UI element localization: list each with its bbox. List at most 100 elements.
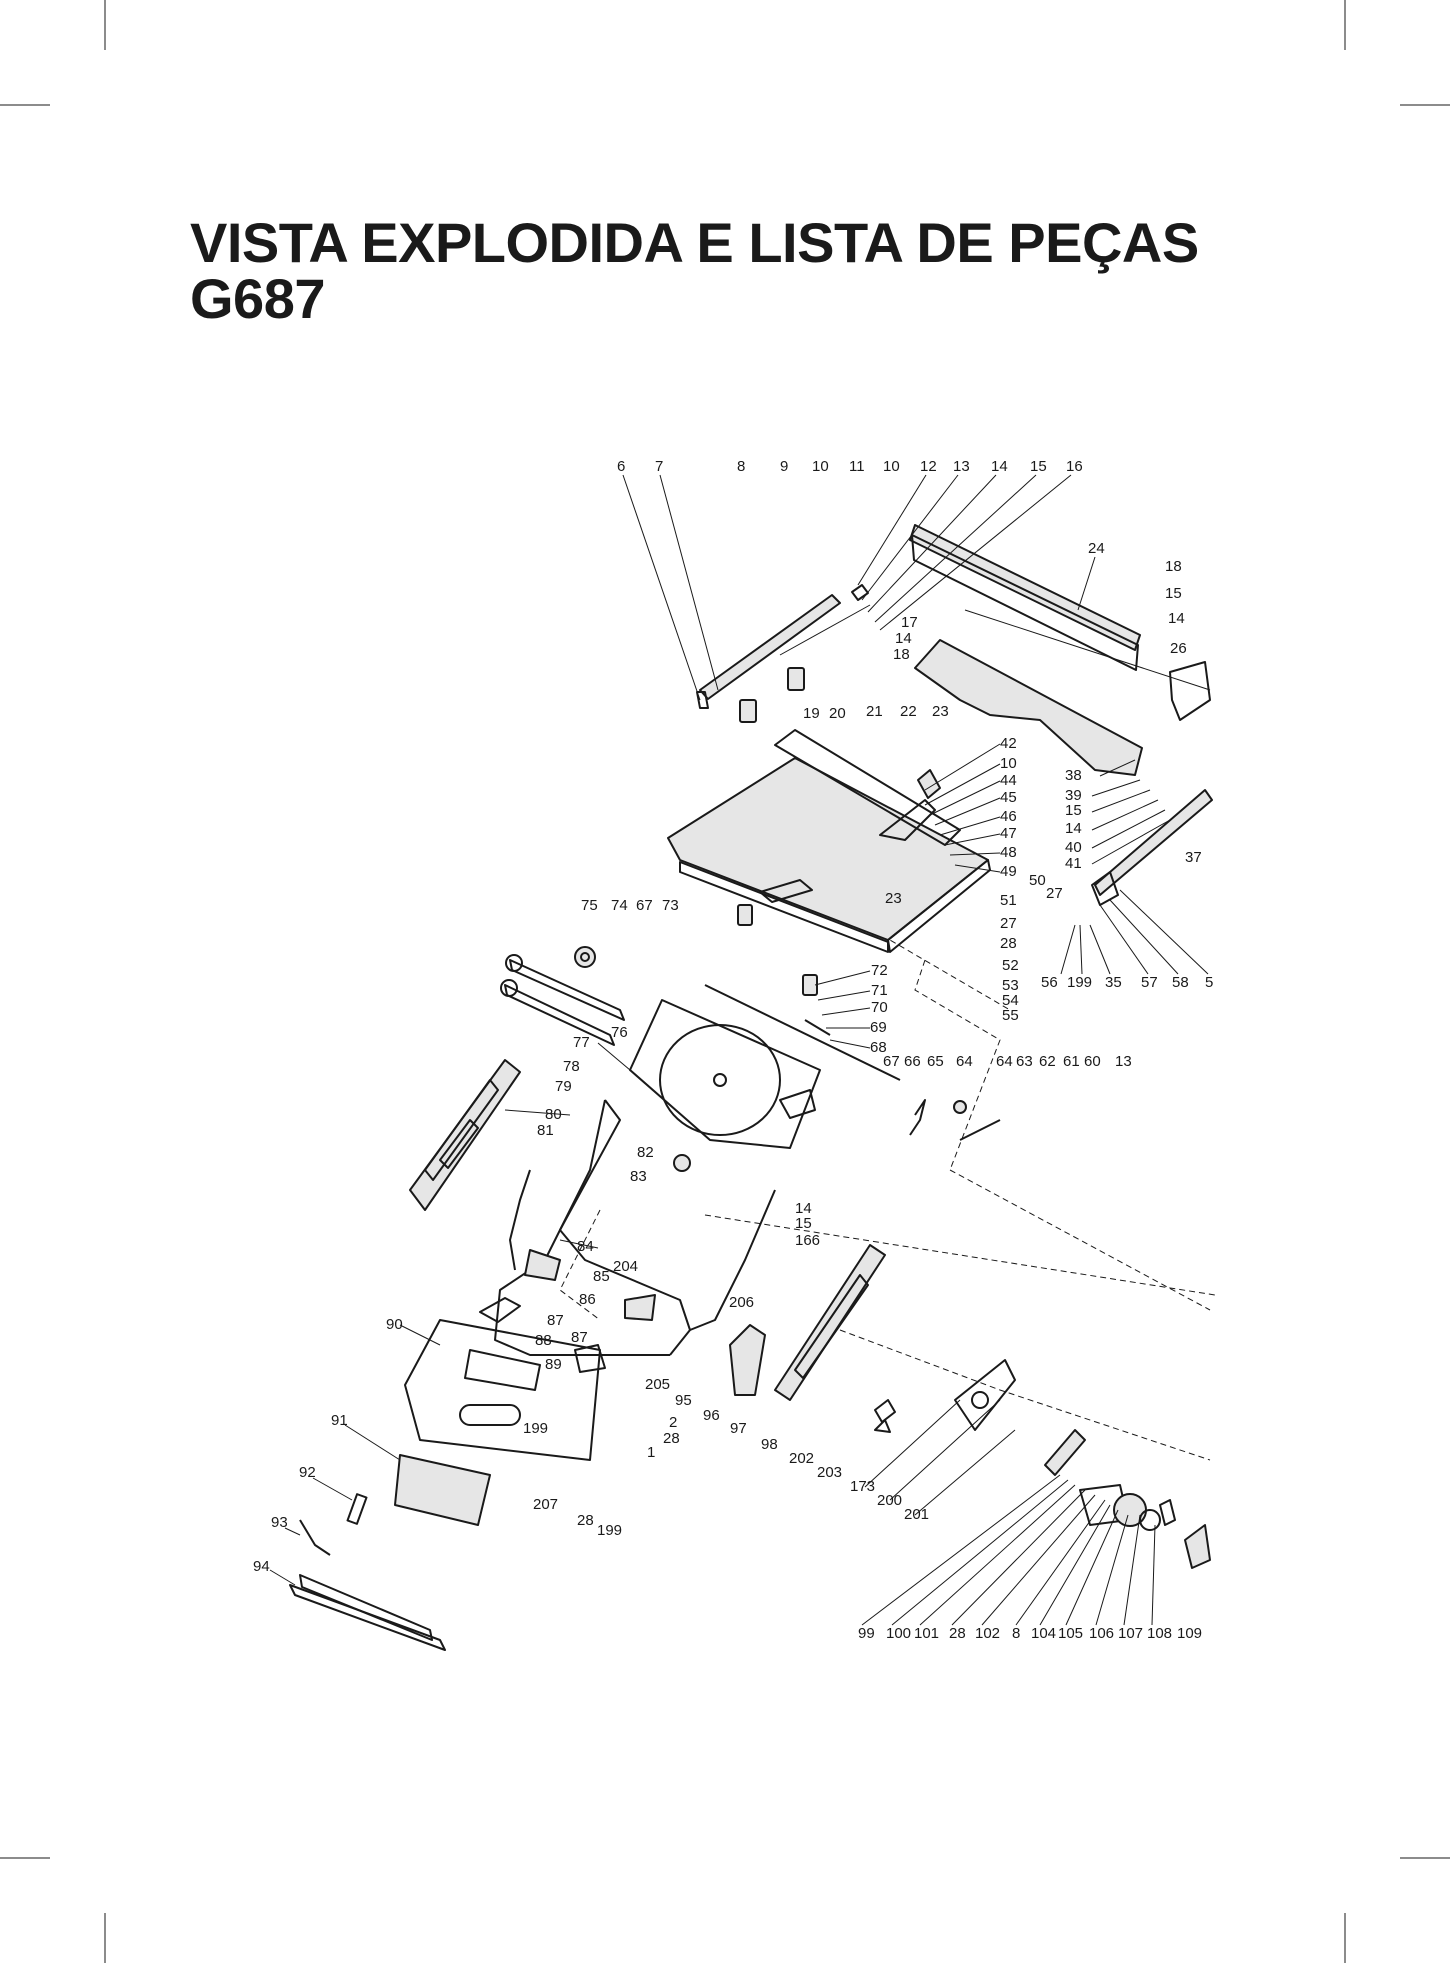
callout-22: 22 (900, 703, 917, 720)
callout-23: 23 (932, 703, 949, 720)
callout-41: 41 (1065, 855, 1082, 872)
callout-84: 84 (577, 1238, 594, 1255)
callout-63: 63 (1016, 1053, 1033, 1070)
callout-27: 27 (1046, 885, 1063, 902)
callout-199: 199 (523, 1420, 548, 1437)
callout-107: 107 (1118, 1625, 1143, 1642)
callout-78: 78 (563, 1058, 580, 1075)
callout-92: 92 (299, 1464, 316, 1481)
callout-7: 7 (655, 458, 663, 475)
callout-81: 81 (537, 1122, 554, 1139)
callout-56: 56 (1041, 974, 1058, 991)
callout-2: 2 (669, 1414, 677, 1431)
callout-87b: 87 (571, 1329, 588, 1346)
callout-76: 76 (611, 1024, 628, 1041)
callout-15: 15 (795, 1215, 812, 1232)
callout-15: 15 (1030, 458, 1047, 475)
callout-95: 95 (675, 1392, 692, 1409)
callout-37: 37 (1185, 849, 1202, 866)
callout-40: 40 (1065, 839, 1082, 856)
callout-9: 9 (780, 458, 788, 475)
callout-82: 82 (637, 1144, 654, 1161)
callout-88: 88 (535, 1332, 552, 1349)
callout-52: 52 (1002, 957, 1019, 974)
callout-28: 28 (577, 1512, 594, 1529)
callout-14: 14 (991, 458, 1008, 475)
callout-24: 24 (1088, 540, 1105, 557)
callout-203: 203 (817, 1464, 842, 1481)
front-rail (914, 639, 1213, 906)
callout-18: 18 (893, 646, 910, 663)
callout-201: 201 (904, 1506, 929, 1523)
callout-96: 96 (703, 1407, 720, 1424)
callout-42: 42 (1000, 735, 1017, 752)
blade-guard-assembly (874, 1359, 1211, 1569)
callout-69: 69 (870, 1019, 887, 1036)
carriage-parts (704, 904, 1001, 1141)
callout-70: 70 (871, 999, 888, 1016)
callout-68: 68 (870, 1039, 887, 1056)
callout-10: 10 (1000, 755, 1017, 772)
callout-89: 89 (545, 1356, 562, 1373)
callout-206: 206 (729, 1294, 754, 1311)
callout-106: 106 (1089, 1625, 1114, 1642)
callout-199: 199 (1067, 974, 1092, 991)
callout-77: 77 (573, 1034, 590, 1051)
callout-66: 66 (904, 1053, 921, 1070)
callout-75: 75 (581, 897, 598, 914)
wrenches (500, 946, 625, 1046)
callout-73: 73 (662, 897, 679, 914)
callout-44: 44 (1000, 772, 1017, 789)
callout-14: 14 (1168, 610, 1185, 627)
callout-55: 55 (1002, 1007, 1019, 1024)
callout-1: 1 (647, 1444, 655, 1461)
callout-26: 26 (1170, 640, 1187, 657)
callout-8: 8 (737, 458, 745, 475)
callout-23b: 23 (885, 890, 902, 907)
leader-lines (269, 474, 1209, 1626)
callout-6: 6 (617, 458, 625, 475)
stand-frame (494, 1099, 776, 1356)
callout-38: 38 (1065, 767, 1082, 784)
callout-64: 64 (956, 1053, 973, 1070)
callout-16: 16 (1066, 458, 1083, 475)
motor-assembly (404, 1297, 766, 1461)
callout-204: 204 (613, 1258, 638, 1275)
callout-45: 45 (1000, 789, 1017, 806)
callout-18: 18 (1165, 558, 1182, 575)
table-top (667, 729, 991, 953)
callout-53: 53 (1002, 977, 1019, 994)
callout-100: 100 (886, 1625, 911, 1642)
callout-80: 80 (545, 1106, 562, 1123)
callout-60: 60 (1084, 1053, 1101, 1070)
callout-64b: 64 (996, 1053, 1013, 1070)
callout-11: 11 (849, 458, 865, 475)
callout-5: 5 (1205, 974, 1213, 991)
callout-173: 173 (850, 1478, 875, 1495)
callout-14: 14 (795, 1200, 812, 1217)
callout-58: 58 (1172, 974, 1189, 991)
callout-54: 54 (1002, 992, 1019, 1009)
callout-83: 83 (630, 1168, 647, 1185)
base-parts (289, 1454, 491, 1651)
callout-71: 71 (871, 982, 888, 999)
callout-79: 79 (555, 1078, 572, 1095)
right-side-panel (774, 1244, 886, 1401)
callout-202: 202 (789, 1450, 814, 1467)
callout-90: 90 (386, 1316, 403, 1333)
callout-65: 65 (927, 1053, 944, 1070)
callout-15: 15 (1165, 585, 1182, 602)
callout-62: 62 (1039, 1053, 1056, 1070)
callout-28: 28 (663, 1430, 680, 1447)
callout-67: 67 (883, 1053, 900, 1070)
callout-14: 14 (1065, 820, 1082, 837)
callout-85: 85 (593, 1268, 610, 1285)
callout-108: 108 (1147, 1625, 1172, 1642)
callout-109: 109 (1177, 1625, 1202, 1642)
callout-74: 74 (611, 897, 628, 914)
callout-97: 97 (730, 1420, 747, 1437)
callout-205: 205 (645, 1376, 670, 1393)
title-line-1: VISTA EXPLODIDA E LISTA DE PEÇAS (190, 211, 1199, 274)
callout-19: 19 (803, 705, 820, 722)
